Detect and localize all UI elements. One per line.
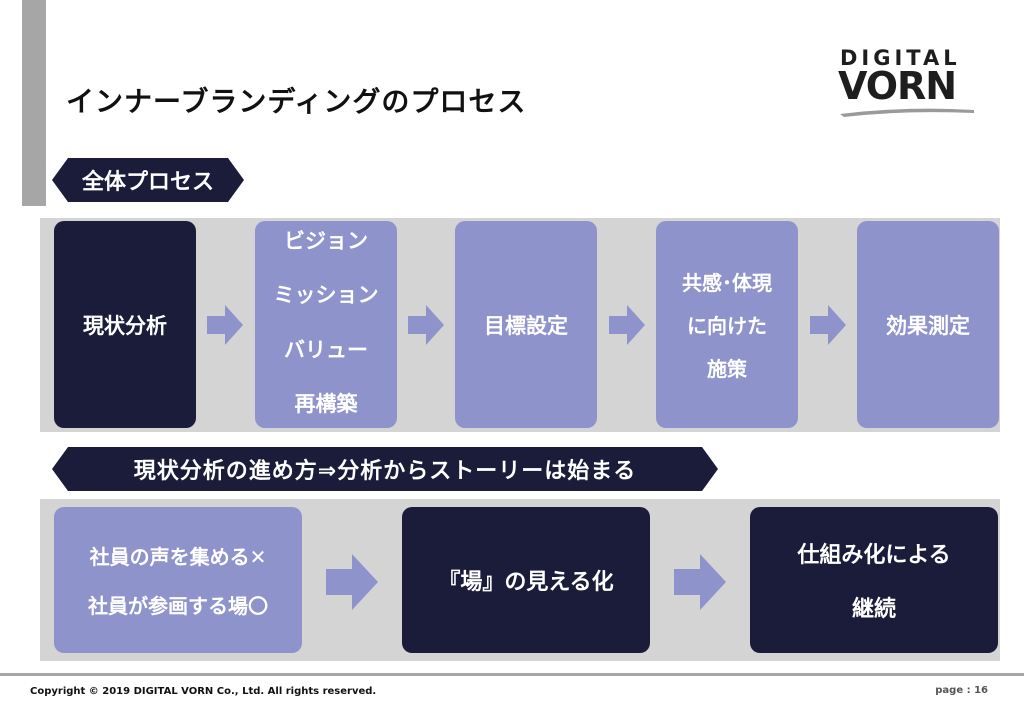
step-effect-measurement: 効果測定 xyxy=(857,221,999,428)
logo-line2: VORN xyxy=(838,64,957,108)
step-text: 施策 xyxy=(707,357,747,381)
logo-line1: DIGITAL xyxy=(840,46,961,70)
arrow-right-icon xyxy=(609,305,645,345)
step-text: 現状分析 xyxy=(83,313,167,338)
step-text: 社員が参画する場〇 xyxy=(88,594,268,618)
page-title: インナーブランディングのプロセス xyxy=(66,85,527,118)
step-text: 継続 xyxy=(851,597,896,622)
arrow-right-icon xyxy=(674,554,726,610)
arrow-right-icon xyxy=(207,305,243,345)
step-employee-voice: 社員の声を集める✕ 社員が参画する場〇 xyxy=(54,507,302,653)
logo-swoosh-icon xyxy=(840,108,974,117)
arrow-right-icon xyxy=(810,305,846,345)
step-goal-setting: 目標設定 xyxy=(455,221,597,428)
copyright-text: Copyright © 2019 DIGITAL VORN Co., Ltd. … xyxy=(30,686,377,697)
step-vision-mission-value: ビジョン ミッション バリュー 再構築 xyxy=(255,221,397,428)
arrow-right-icon xyxy=(326,554,378,610)
arrow-right-icon xyxy=(408,305,444,345)
step-text: ビジョン xyxy=(284,229,368,253)
step-systematize-continue: 仕組み化による 継続 xyxy=(750,507,998,653)
step-text: 『場』の見える化 xyxy=(438,570,614,595)
page-number: page : 16 xyxy=(935,685,988,696)
step-visualize-place: 『場』の見える化 xyxy=(402,507,650,653)
step-text: 目標設定 xyxy=(484,313,568,338)
step-text: 仕組み化による xyxy=(797,543,951,568)
step-text: に向けた xyxy=(687,314,767,338)
step-text: ミッション xyxy=(273,283,379,308)
section-label-overall-process: 全体プロセス xyxy=(52,158,244,202)
step-text: 社員の声を集める✕ xyxy=(89,545,267,569)
step-empathy-measures: 共感･体現 に向けた 施策 xyxy=(656,221,798,428)
left-accent-bar xyxy=(22,0,46,206)
footer-divider xyxy=(0,673,1024,676)
section-label-analysis-method: 現状分析の進め方⇒分析からストーリーは始まる xyxy=(52,447,718,491)
step-text: 効果測定 xyxy=(886,313,970,338)
step-current-analysis: 現状分析 xyxy=(54,221,196,428)
company-logo: DIGITAL VORN xyxy=(836,46,976,118)
step-text: 再構築 xyxy=(294,391,358,416)
step-text: 共感･体現 xyxy=(682,271,772,295)
step-text: バリュー xyxy=(284,337,368,362)
